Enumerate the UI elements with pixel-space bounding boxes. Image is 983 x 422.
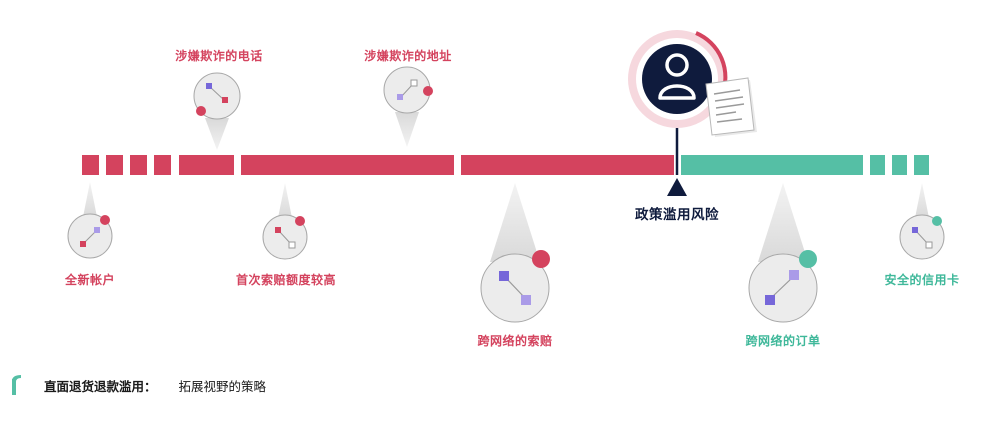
risk-dot-icon <box>423 86 433 96</box>
label-new-account: 全新帐户 <box>64 273 116 287</box>
label-safe-card: 安全的信用卡 <box>884 273 960 287</box>
brand-logo-icon <box>12 375 21 395</box>
safe-segment <box>892 155 907 175</box>
node-cross-network-order <box>748 183 818 323</box>
risk-segment <box>106 155 123 175</box>
safe-dot-icon <box>932 216 942 226</box>
footer-title: 直面退货退款滥用： <box>44 378 157 394</box>
policy-marker <box>628 30 757 196</box>
node-fraud-phone <box>193 72 241 150</box>
label-high-claim: 首次索赔额度较高 <box>235 273 337 287</box>
risk-segment <box>130 155 147 175</box>
risk-segment <box>179 155 234 175</box>
label-policy-abuse-risk: 政策滥用风险 <box>635 207 719 223</box>
node-fraud-address <box>383 66 433 147</box>
risk-dot-icon <box>295 216 305 226</box>
node-safe-card <box>899 183 945 260</box>
label-cross-network-order: 跨网络的订单 <box>745 334 821 348</box>
label-cross-network-claim: 跨网络的索赔 <box>477 334 553 348</box>
safe-segment <box>870 155 885 175</box>
node-cross-network-claim <box>480 183 550 323</box>
safe-dot-icon <box>799 250 817 268</box>
node-new-account <box>67 182 113 259</box>
safe-segment <box>914 155 929 175</box>
risk-dot-icon <box>100 215 110 225</box>
footer: 直面退货退款滥用： 拓展视野的策略 <box>10 374 266 396</box>
document-icon <box>705 77 757 137</box>
risk-segment <box>154 155 171 175</box>
label-fraud-address: 涉嫌欺诈的地址 <box>364 49 452 63</box>
pointer-triangle-icon <box>667 178 687 196</box>
node-high-claim <box>262 183 308 260</box>
timeline-bar <box>82 155 929 175</box>
risk-dot-icon <box>196 106 206 116</box>
safe-segment <box>681 155 863 175</box>
footer-subtitle: 拓展视野的策略 <box>178 378 267 394</box>
label-fraud-phone: 涉嫌欺诈的电话 <box>175 49 263 63</box>
risk-segment <box>241 155 454 175</box>
risk-segment <box>461 155 674 175</box>
risk-dot-icon <box>532 250 550 268</box>
risk-segment <box>82 155 99 175</box>
